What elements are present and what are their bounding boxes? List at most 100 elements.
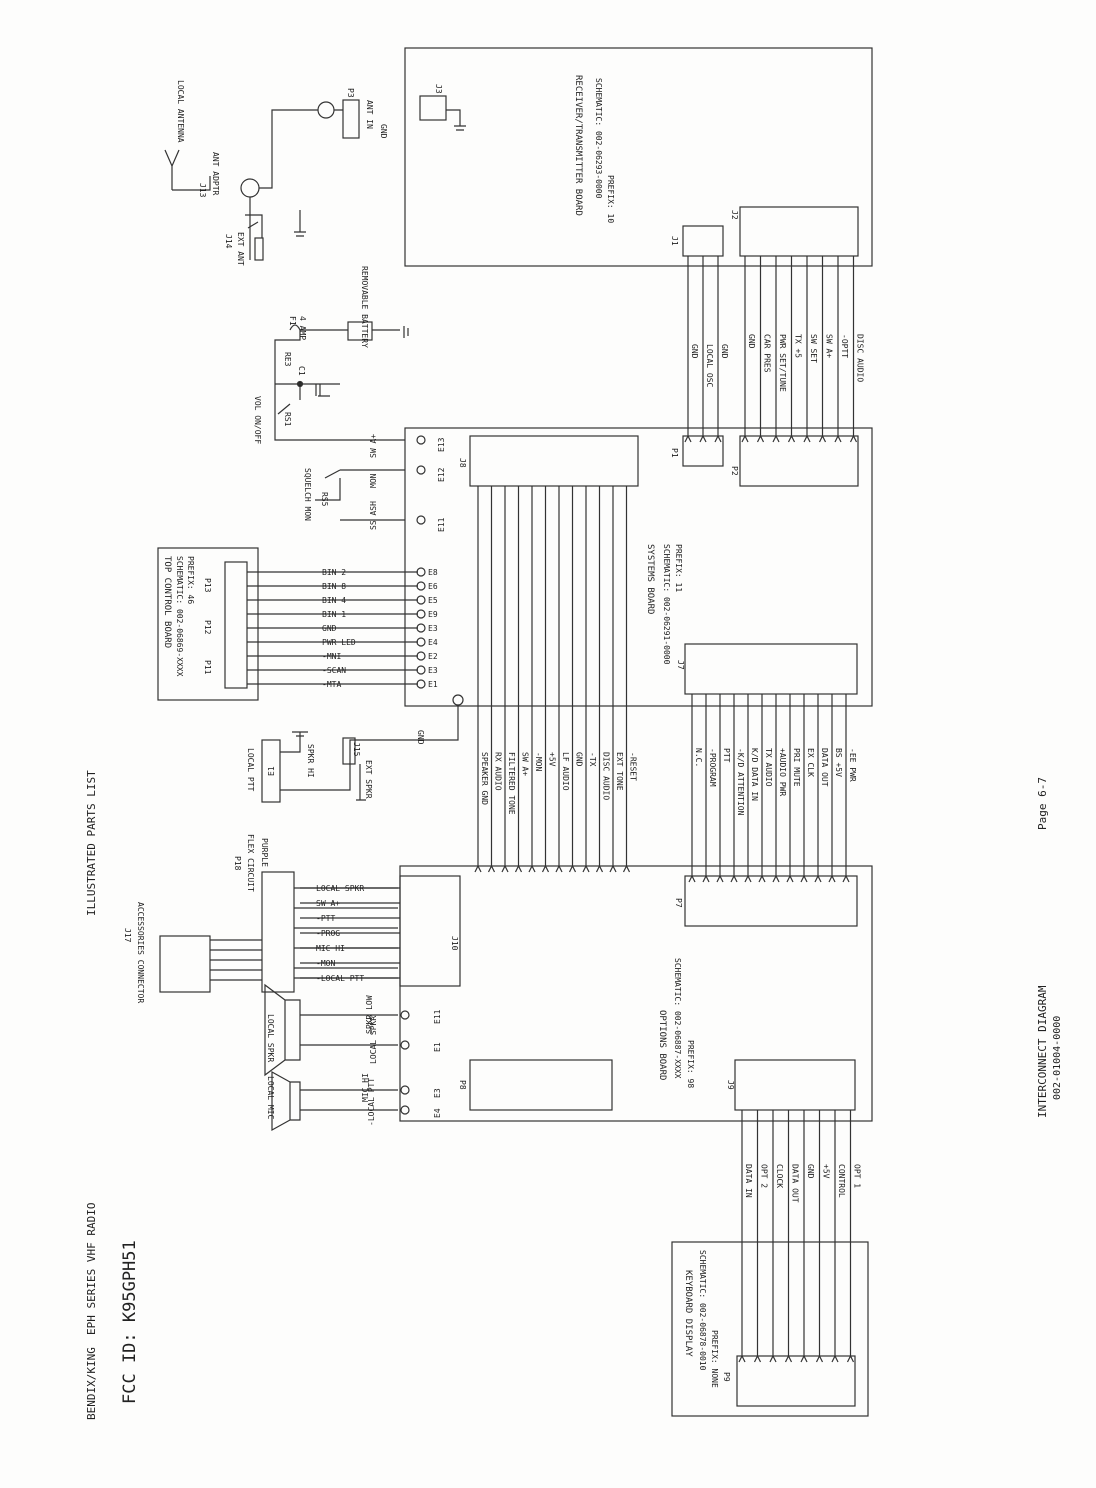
arrow-head (568, 864, 577, 873)
top-control-signal-3: BIN 1 (322, 610, 346, 619)
j7-signal-10: BS +5V (834, 748, 843, 777)
pad (416, 435, 426, 445)
arrow-head (699, 434, 707, 443)
j7-signal-11: -EE PWR (848, 748, 857, 782)
options-board-title: OPTIONS BOARD (657, 1010, 667, 1080)
p11-label: P11 (203, 660, 212, 675)
j8-wire-bundle (474, 486, 631, 873)
arrow-head (688, 874, 696, 883)
j7-signal-4: K/D DATA IN (750, 748, 759, 801)
arrow-head (756, 434, 765, 443)
options-board (399, 865, 873, 1122)
arrow-head (772, 434, 780, 443)
j14-label: J14 (224, 234, 233, 249)
arrow-head (528, 864, 536, 873)
top-control-pad-3: E9 (428, 610, 438, 619)
p2-signal-3: TX +5 (794, 334, 803, 358)
j7-connector (684, 643, 858, 695)
j7-signal-8: EX CLK (806, 748, 815, 777)
arrow-head (744, 874, 752, 883)
arrow-head (702, 874, 710, 883)
j10-signal-5: -MON (316, 959, 335, 968)
e13-label: E13 (437, 437, 446, 452)
arrow-head (815, 1354, 824, 1363)
systems-board-title: SYSTEMS BOARD (645, 544, 655, 614)
top-control-signal-8: -MTA (322, 680, 341, 689)
p1-connector (682, 435, 724, 467)
j7-signal-0: N.C. (694, 748, 703, 767)
top-control-pad-0: E8 (428, 568, 438, 577)
p7-connector (684, 875, 858, 927)
arrow-head (818, 434, 827, 443)
j15-label: J15 (352, 742, 361, 757)
j10-signal-2: -PTT (316, 914, 335, 923)
mic-pad-e4: E4 (433, 1108, 442, 1118)
pad (416, 465, 426, 475)
accessories-connector-label: ACCESSORIES CONNECTOR (136, 902, 145, 1003)
top-control-pad-6: E2 (428, 652, 438, 661)
options-board-schematic: SCHEMATIC: 002-06887-XXXX (673, 958, 682, 1079)
speaker-pad-e11: E11 (433, 1009, 442, 1024)
j9-signal-5: +5V (822, 1164, 831, 1179)
local-ptt-line-label: -LOCAL PTT (367, 1078, 376, 1126)
p13-label: P13 (203, 578, 212, 593)
arrow-head (582, 864, 590, 873)
top-control-connector (224, 561, 248, 689)
top-control-pad-8: E1 (428, 680, 438, 689)
j10-connector (399, 875, 461, 987)
arrow-head (514, 864, 523, 873)
speaker-pad-e1: E1 (433, 1042, 442, 1052)
j2-label: J2 (730, 210, 739, 220)
arrow-head (849, 434, 858, 443)
j7-signal-9: DATA OUT (820, 748, 829, 787)
pad (416, 609, 426, 619)
top-control-wire-bundle (247, 571, 418, 685)
rx-tx-board (404, 47, 873, 267)
fuse-amp-label: 4 AMP (298, 316, 307, 340)
p8-connector (469, 1059, 613, 1111)
j10-wire-bundle (300, 887, 400, 979)
keyboard-title: KEYBOARD DISPLAY (683, 1270, 693, 1357)
j8-signal-11: -RESET (629, 752, 638, 781)
arrow-head (831, 1354, 839, 1363)
arrow-head (555, 864, 563, 873)
p2-signal-1: CAR PRES (763, 334, 772, 373)
j9-signal-6: CONTROL (837, 1164, 846, 1198)
j9-signal-4: GND (806, 1164, 815, 1179)
j9-signal-7: OPT 1 (853, 1164, 862, 1188)
pad (416, 651, 426, 661)
j8-signal-4: -MON (534, 752, 543, 771)
j9-connector (734, 1059, 856, 1111)
j10-signal-3: -PROG (316, 929, 340, 938)
systems-board-pads (416, 435, 426, 689)
j2-connector (739, 206, 859, 257)
rx-board-prefix: PREFIX: 10 (606, 175, 615, 223)
p2-signal-0: GND (747, 334, 756, 349)
p3-label: P3 (346, 88, 355, 98)
arrow-head (834, 434, 842, 443)
arrow-head (846, 1354, 855, 1363)
arrow-head (741, 434, 749, 443)
arrow-head (714, 434, 722, 443)
p2-label: P2 (730, 466, 739, 476)
accessory-section (159, 694, 464, 1132)
keyboard-prefix: PREFIX: NONE (710, 1330, 719, 1388)
j7-signal-5: TX AUDIO (764, 748, 773, 787)
options-board-prefix: PREFIX: 98 (686, 1040, 695, 1088)
systems-board-schematic: SCHEMATIC: 002-06291-0000 (662, 544, 671, 665)
j10-label: J10 (450, 936, 459, 951)
arrow-head (772, 874, 780, 883)
arrow-head (501, 864, 509, 873)
re3-label: RE3 (283, 352, 292, 367)
top-control-signal-2: BIN 4 (322, 596, 346, 605)
arrow-head (784, 1354, 793, 1363)
j10-signal-4: MIC HI (316, 944, 345, 953)
j7-signal-6: +AUDIO PWR (778, 748, 787, 796)
p9-connector (736, 1355, 856, 1407)
j8-signal-6: LF AUDIO (561, 752, 570, 791)
